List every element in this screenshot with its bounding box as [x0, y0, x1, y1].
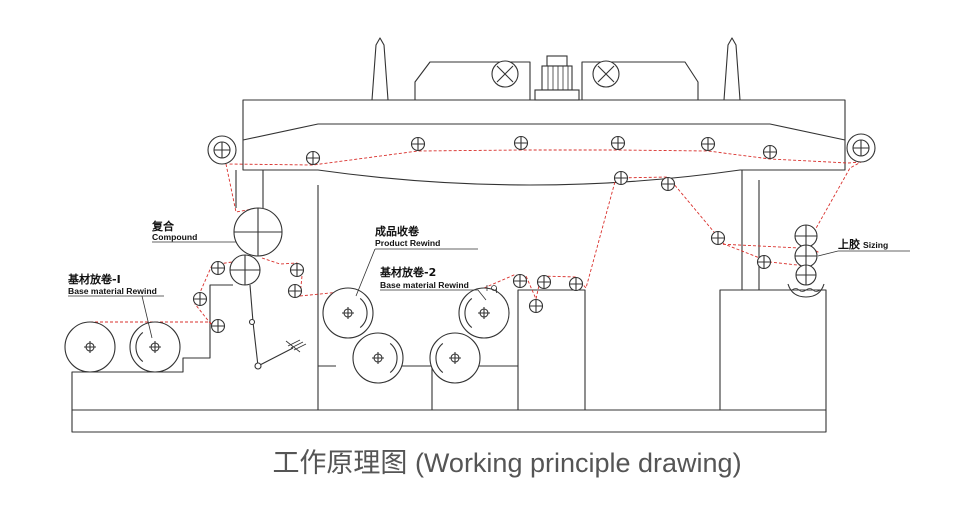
- base-material-1-leader: [68, 295, 164, 339]
- left-drive-housing: [414, 61, 531, 100]
- right-end-roller: [846, 133, 876, 163]
- product-rewind-label-zh: 成品收卷: [375, 224, 420, 238]
- guide-rollers: [192, 135, 778, 334]
- guide-roller: [192, 291, 208, 307]
- tension-lever-pivot: [254, 362, 262, 370]
- product-rewind-leader: [355, 248, 478, 297]
- base-material-2-roll-a: [458, 287, 510, 339]
- top-beam-inner-line: [242, 123, 846, 141]
- middle-pedestal: [517, 289, 586, 410]
- guide-roller: [568, 276, 584, 292]
- winding-rolls: [64, 285, 510, 384]
- guide-roller: [660, 176, 676, 192]
- base-material-1-roll-b: [129, 321, 181, 373]
- top-beam: [242, 99, 846, 186]
- guide-roller: [528, 298, 544, 314]
- base-material-2-roll-b: [429, 332, 481, 384]
- guide-roller: [305, 150, 321, 166]
- compound-roller-upper: [233, 207, 283, 257]
- base-material-2-label-zh: 基材放卷-2: [379, 265, 436, 279]
- compound-label-en: Compound: [152, 232, 197, 242]
- left-drive-wheel: [491, 60, 519, 88]
- left-drive-wheel-cross: [496, 65, 514, 83]
- guide-roller: [289, 262, 305, 278]
- left-end-roller-cross: [214, 142, 230, 158]
- left-column: [235, 170, 264, 208]
- right-drive-wheel-cross: [597, 65, 615, 83]
- main-motor-base: [534, 89, 580, 101]
- base-material-2-leader: [380, 289, 487, 301]
- sizing-glue-bath: [787, 283, 825, 298]
- tension-lever: [248, 284, 307, 370]
- tension-sensor-mark: [486, 285, 497, 293]
- tension-lever-weight: [285, 339, 307, 353]
- guide-roller: [287, 283, 303, 299]
- base-material-1-roll-a: [64, 321, 116, 373]
- guide-roller: [756, 254, 772, 270]
- tension-lever-joint: [248, 318, 256, 326]
- web-path-to-product-rewind: [261, 257, 349, 297]
- end-rollers: [207, 133, 876, 165]
- sizing-leader: [817, 250, 910, 257]
- guide-roller: [536, 274, 552, 290]
- sizing-unit: [787, 224, 825, 298]
- right-drive-housing: [581, 61, 699, 100]
- guide-roller: [762, 144, 778, 160]
- guide-roller: [710, 230, 726, 246]
- right-pedestal: [719, 289, 827, 410]
- product-rewind-roll-a: [322, 287, 374, 339]
- sizing-roller-middle: [794, 244, 818, 268]
- left-pedestal: [71, 284, 233, 410]
- sizing-label-en: Sizing: [863, 240, 888, 250]
- diagram-title: 工作原理图 (Working principle drawing): [272, 448, 741, 478]
- labels: 复合 Compound 成品收卷 Product Rewind 基材放卷-2 B…: [67, 219, 888, 296]
- left-end-roller: [207, 135, 237, 165]
- compound-rollers: [229, 207, 283, 286]
- main-motor-cap: [546, 55, 568, 67]
- product-rewind-roll-b: [352, 332, 404, 384]
- sizing-label-zh: 上胶: [838, 237, 860, 251]
- main-motor-fins: [547, 66, 569, 90]
- main-motor: [534, 55, 580, 101]
- label-leaders: [68, 241, 910, 339]
- compound-roller-lower: [229, 254, 261, 286]
- base-material-1-label-en: Base material Rewind: [68, 286, 157, 296]
- sizing-glue-surface: [791, 288, 821, 292]
- right-end-roller-cross: [853, 140, 869, 156]
- base-material-1-label-zh: 基材放卷-I: [67, 272, 121, 286]
- guide-roller: [512, 273, 528, 289]
- left-lifting-ear: [371, 37, 389, 101]
- machine-base: [71, 409, 827, 433]
- base-material-2-label-en: Base material Rewind: [380, 280, 469, 290]
- guide-roller: [210, 318, 226, 334]
- compound-label-zh: 复合: [151, 219, 175, 233]
- tension-lever-arm: [249, 284, 294, 367]
- guide-roller: [613, 170, 629, 186]
- product-rewind-label-en: Product Rewind: [375, 238, 440, 248]
- center-pedestal: [318, 365, 518, 410]
- guide-roller: [410, 136, 426, 152]
- sizing-roller-bottom: [795, 264, 817, 286]
- guide-roller: [700, 136, 716, 152]
- guide-roller: [610, 135, 626, 151]
- web-path-left-descent: [225, 163, 259, 213]
- guide-roller: [210, 260, 226, 276]
- right-drive-wheel: [592, 60, 620, 88]
- web-path-sizing-branch: [717, 243, 801, 249]
- machine-frame: [71, 99, 846, 433]
- main-motor-body: [541, 65, 573, 91]
- guide-roller: [513, 135, 529, 151]
- right-column: [741, 170, 760, 290]
- sizing-roller-top: [794, 224, 818, 248]
- right-lifting-ear: [723, 37, 741, 101]
- top-assembly: [371, 37, 741, 101]
